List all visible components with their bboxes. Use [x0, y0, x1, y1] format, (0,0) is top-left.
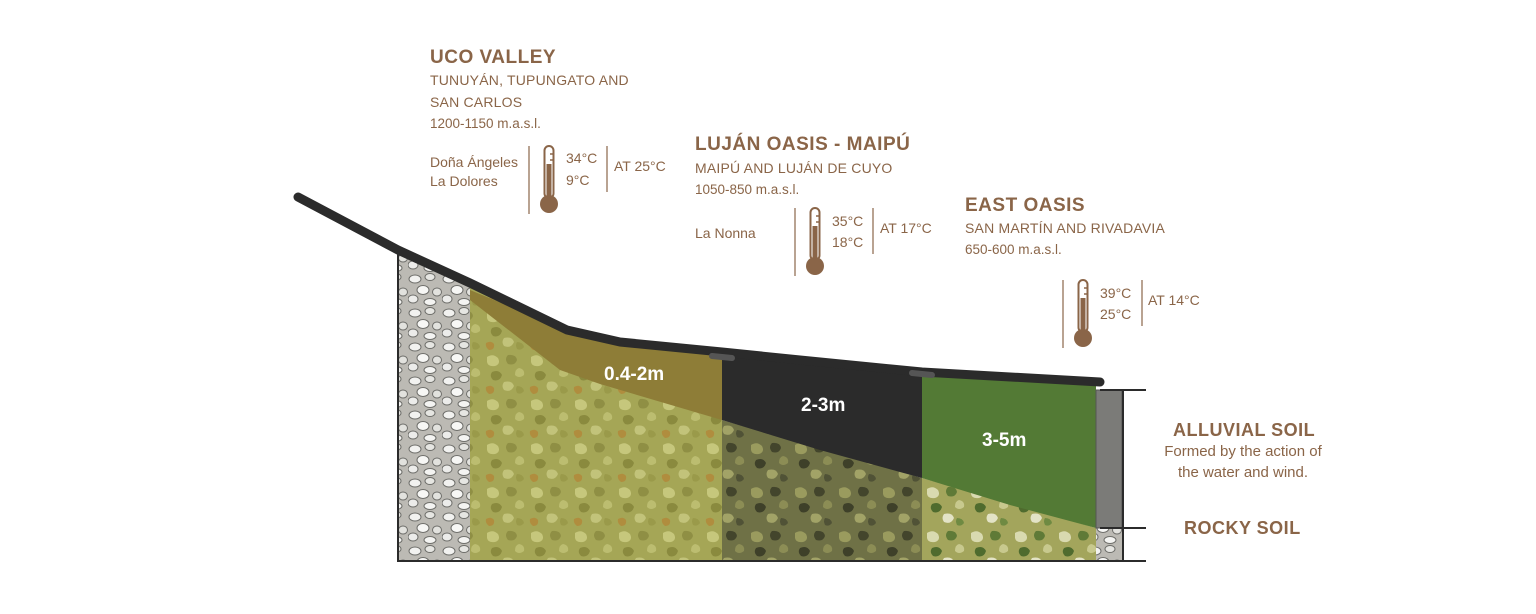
ridge-marker-2 [909, 370, 935, 378]
region-subtitle-line: MAIPÚ AND LUJÁN DE CUYO [695, 160, 893, 176]
region-title-lujan-oasis: LUJÁN OASIS - MAIPÚ [695, 134, 911, 155]
layer-depth-label: 0.4-2m [604, 364, 665, 385]
temp-average: AT 25°C [614, 158, 666, 174]
temp-max: 35°C [832, 213, 864, 229]
legend-alluvial-desc: Formed by the action of [1164, 443, 1322, 460]
gravel-subsoil-lujan [722, 420, 922, 560]
region-title-east-oasis: EAST OASIS [965, 195, 1086, 216]
legend-alluvial-title: ALLUVIAL SOIL [1173, 420, 1316, 440]
vineyard-name: La Dolores [430, 173, 498, 189]
temp-min: 25°C [1100, 306, 1132, 322]
temp-average: AT 14°C [1148, 292, 1200, 308]
thermometer-icon [1074, 279, 1092, 347]
region-altitude: 1050-850 m.a.s.l. [695, 182, 800, 197]
temp-max: 34°C [566, 150, 598, 166]
region-subtitle-line: TUNUYÁN, TUPUNGATO AND [430, 72, 629, 88]
thermometer-icon [540, 145, 558, 213]
alluvial-soil-strip [1095, 389, 1123, 529]
layer-east [922, 372, 1096, 528]
region-subtitle-line: SAN MARTÍN AND RIVADAVIA [965, 220, 1166, 236]
rocky-soil-bottom-strip [1096, 528, 1122, 560]
rocky-soil-band [398, 250, 470, 560]
temp-max: 39°C [1100, 285, 1132, 301]
region-altitude: 1200-1150 m.a.s.l. [430, 116, 541, 131]
temp-average: AT 17°C [880, 220, 932, 236]
vineyard-name: Doña Ángeles [430, 154, 518, 170]
temp-min: 9°C [566, 172, 590, 188]
legend-alluvial-desc: the water and wind. [1177, 464, 1309, 481]
region-title-uco-valley: UCO VALLEY [430, 47, 557, 68]
region-subtitle-line: SAN CARLOS [430, 94, 523, 110]
temp-min: 18°C [832, 234, 864, 250]
layer-depth-label: 3-5m [982, 430, 1027, 451]
ridge-marker-1 [709, 353, 735, 361]
layer-uco [470, 290, 722, 420]
legend-rocky-title: ROCKY SOIL [1184, 518, 1301, 538]
vineyard-name: La Nonna [695, 225, 756, 241]
surface-ridge-line [293, 192, 1105, 387]
layer-depth-label: 2-3m [801, 395, 846, 416]
region-altitude: 650-600 m.a.s.l. [965, 242, 1062, 257]
layer-lujan [722, 352, 922, 478]
thermometer-icon [806, 207, 824, 275]
gravel-subsoil-east [922, 478, 1096, 560]
